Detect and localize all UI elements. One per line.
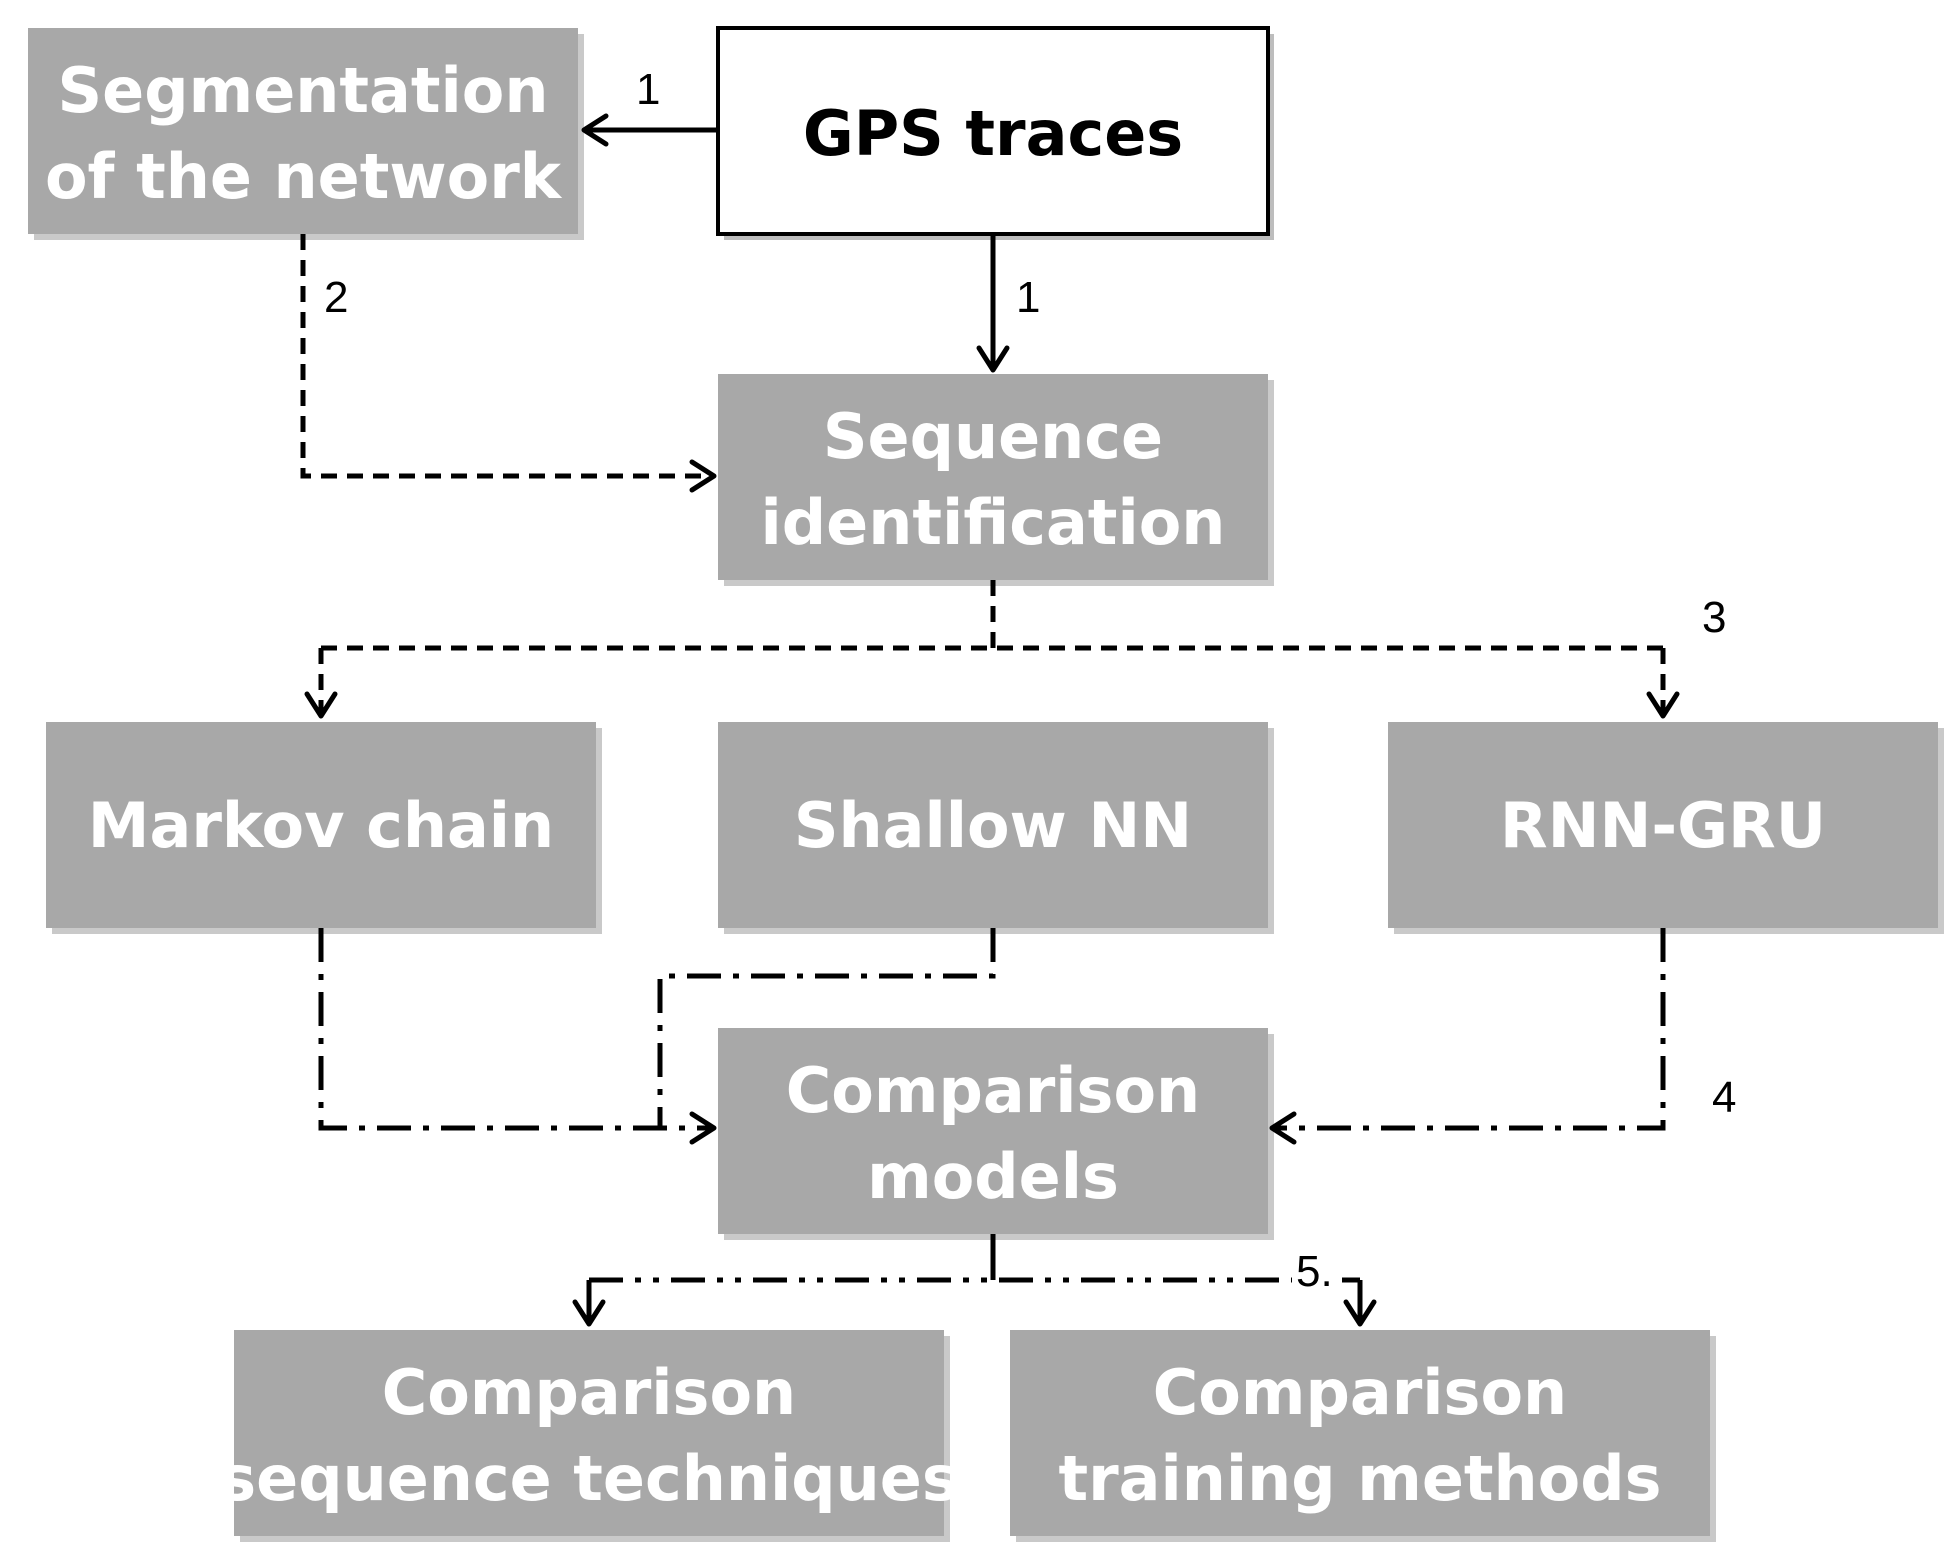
node-segmentation-line-2: of the network [45, 140, 563, 213]
node-shallow-nn-label: Shallow NN [794, 789, 1192, 862]
node-segmentation: Segmentation of the network [28, 28, 584, 240]
node-sequence-identification-line-1: Sequence [823, 400, 1163, 473]
node-comparison-sequence-line-1: Comparison [382, 1356, 796, 1429]
node-sequence-identification: Sequence identification [718, 374, 1274, 586]
node-sequence-identification-line-2: identification [761, 486, 1226, 559]
node-rnn-gru: RNN-GRU [1388, 722, 1944, 934]
edge-models-to-comparison-label: 4 [1712, 1073, 1736, 1122]
node-comparison-models-line-2: models [867, 1140, 1119, 1213]
node-comparison-training-line-2: training methods [1058, 1442, 1661, 1515]
edge-gps-to-segmentation: 1 [581, 65, 718, 147]
edge-sequence-to-models: 3 [304, 580, 1726, 719]
edge-segmentation-to-sequence-label: 2 [324, 273, 348, 322]
node-comparison-sequence-line-2: sequence techniques [219, 1442, 959, 1515]
edge-sequence-to-models-label: 3 [1702, 593, 1726, 642]
node-comparison-training-line-1: Comparison [1153, 1356, 1567, 1429]
node-gps-traces: GPS traces [716, 26, 1274, 240]
node-comparison-sequence-techniques: Comparison sequence techniques [219, 1330, 959, 1542]
edge-comparison-to-outputs: 5. [572, 1234, 1377, 1327]
node-markov-chain: Markov chain [46, 722, 602, 934]
edge-gps-to-sequence-label: 1 [1016, 273, 1040, 322]
node-shallow-nn: Shallow NN [718, 722, 1274, 934]
node-markov-chain-label: Markov chain [88, 789, 554, 862]
node-segmentation-line-1: Segmentation [58, 54, 549, 127]
node-comparison-models-line-1: Comparison [786, 1054, 1200, 1127]
edge-segmentation-to-sequence: 2 [300, 234, 717, 493]
node-comparison-training-methods: Comparison training methods [1010, 1330, 1716, 1542]
node-gps-traces-label: GPS traces [803, 97, 1183, 170]
node-comparison-models: Comparison models [718, 1028, 1274, 1240]
edge-gps-to-sequence: 1 [976, 234, 1040, 373]
edge-comparison-to-outputs-label: 5. [1296, 1247, 1333, 1296]
node-rnn-gru-label: RNN-GRU [1500, 789, 1826, 862]
edge-models-to-comparison: 4 [318, 928, 1736, 1145]
edge-gps-to-segmentation-label: 1 [636, 65, 660, 114]
